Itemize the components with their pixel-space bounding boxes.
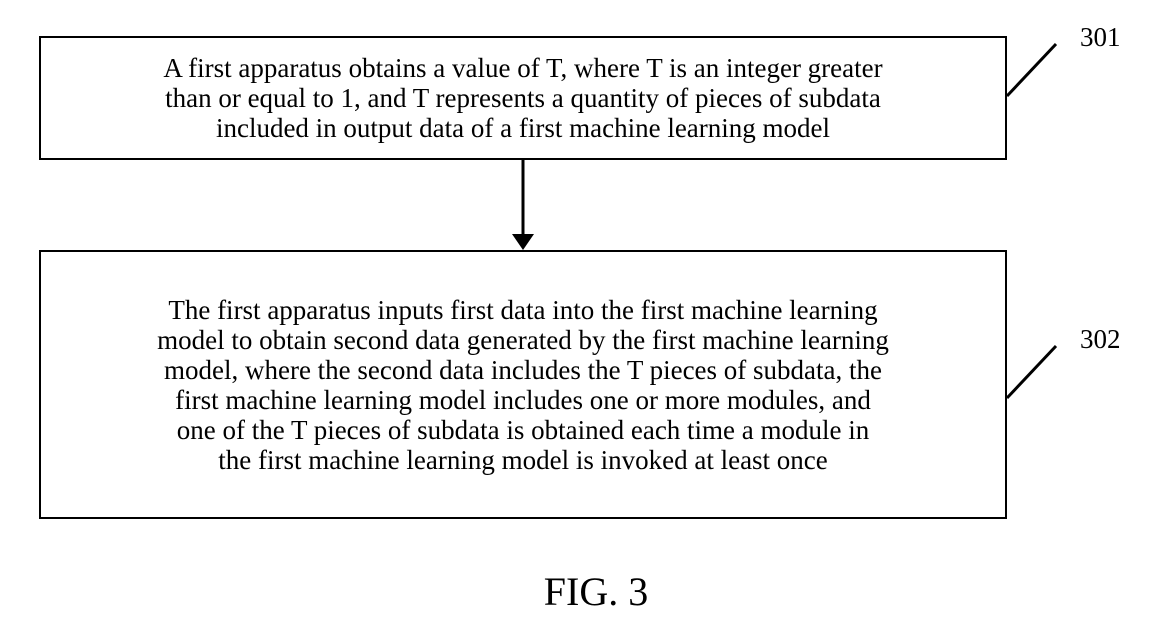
step-box-301: A first apparatus obtains a value of T, …: [39, 36, 1007, 160]
flow-arrow-head: [512, 234, 534, 250]
figure-caption: FIG. 3: [0, 570, 1176, 614]
step-text-301: A first apparatus obtains a value of T, …: [163, 53, 882, 143]
reference-numeral-301: 301: [1080, 22, 1121, 52]
reference-numeral-302: 302: [1080, 324, 1121, 354]
leader-line-301: [1007, 44, 1056, 96]
leader-line-302: [1007, 346, 1056, 398]
step-text-302: The first apparatus inputs first data in…: [157, 295, 889, 475]
step-box-302: The first apparatus inputs first data in…: [39, 250, 1007, 519]
